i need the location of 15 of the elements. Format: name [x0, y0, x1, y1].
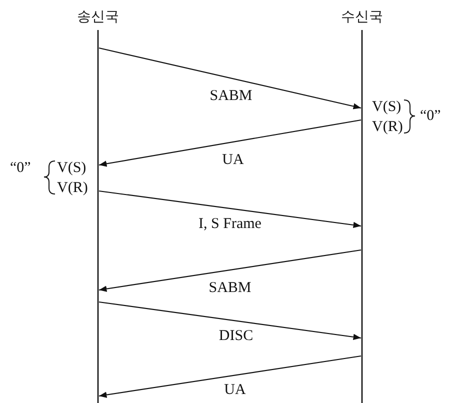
- register-label: V(S): [372, 99, 402, 116]
- message-arrow: [98, 190, 362, 228]
- register-label: V(R): [57, 180, 88, 197]
- message-arrow: [98, 119, 362, 167]
- message-arrow: [98, 301, 362, 340]
- register-label: V(S): [57, 160, 86, 177]
- station-title: 수신국: [340, 8, 384, 26]
- station-title: 송신국: [76, 8, 120, 26]
- register-label: “0”: [420, 108, 441, 125]
- register-label: V(R): [372, 119, 403, 136]
- message-arrow: [98, 249, 362, 292]
- message-arrow: [98, 47, 362, 110]
- register-label: “0”: [10, 160, 31, 177]
- message-arrow: [98, 355, 362, 398]
- edge-label: I, S Frame: [196, 216, 264, 233]
